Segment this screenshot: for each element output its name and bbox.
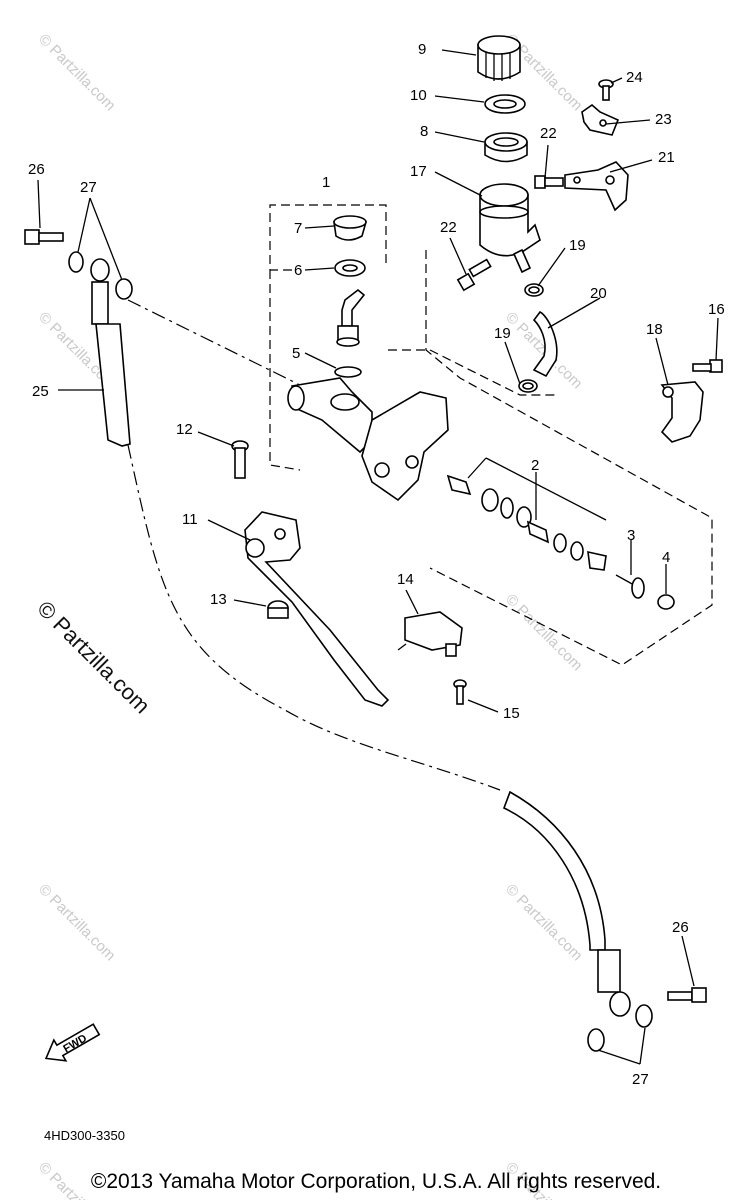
watermark: © Partzilla.com xyxy=(35,31,118,114)
screw-15 xyxy=(453,679,467,705)
bolt-22-upper xyxy=(534,175,564,189)
callout-14: 14 xyxy=(397,571,414,588)
callout-10: 10 xyxy=(410,87,427,104)
cap-7 xyxy=(333,215,368,241)
watermark: © Partzilla.com xyxy=(502,881,585,964)
callout-12: 12 xyxy=(176,421,193,438)
diagram-code: 4HD300-3350 xyxy=(44,1128,125,1143)
callout-7: 7 xyxy=(294,220,302,237)
push-rod-3 xyxy=(615,574,645,599)
callout-26a: 26 xyxy=(28,161,45,178)
callout-9: 9 xyxy=(418,41,426,58)
clutch-switch-14 xyxy=(397,611,463,657)
reservoir-bracket xyxy=(564,161,629,212)
callout-19b: 19 xyxy=(494,325,511,342)
fwd-arrow-icon: FWD xyxy=(44,1023,101,1062)
banjo-axis xyxy=(127,299,301,386)
circlip-6 xyxy=(334,259,366,277)
hose-joint xyxy=(336,288,366,347)
screw-24 xyxy=(598,79,614,101)
callout-15: 15 xyxy=(503,705,520,722)
piston-kit-2 xyxy=(446,474,607,571)
callout-16: 16 xyxy=(708,301,725,318)
washer-27-upper-a xyxy=(68,251,84,273)
o-ring-5 xyxy=(334,366,362,378)
callout-4: 4 xyxy=(662,549,670,566)
callout-1: 1 xyxy=(322,174,330,191)
master-cylinder-body xyxy=(287,377,449,502)
washer-27-upper-b xyxy=(115,278,133,300)
callout-24: 24 xyxy=(626,69,643,86)
hose-path-line xyxy=(127,444,501,791)
banjo-fitting-lower xyxy=(609,991,631,1017)
callout-23: 23 xyxy=(655,111,672,128)
fwd-label: FWD xyxy=(61,1032,89,1055)
callout-22b: 22 xyxy=(440,219,457,236)
reservoir-tank xyxy=(479,183,541,274)
clutch-lever-11 xyxy=(244,511,390,707)
hose-clip-19-lower xyxy=(518,379,538,393)
callout-8: 8 xyxy=(420,123,428,140)
callout-2: 2 xyxy=(531,457,539,474)
boot-4 xyxy=(657,594,675,610)
washer-27-lower-a xyxy=(587,1028,605,1052)
reservoir-hose-20 xyxy=(532,310,558,378)
callout-5: 5 xyxy=(292,345,300,362)
copyright-notice: ©2013 Yamaha Motor Corporation, U.S.A. A… xyxy=(91,1170,661,1193)
callout-3: 3 xyxy=(627,527,635,544)
callout-27b: 27 xyxy=(632,1071,649,1088)
callout-26b: 26 xyxy=(672,919,689,936)
kit-boundary-1-lower xyxy=(269,270,301,471)
callout-18: 18 xyxy=(646,321,663,338)
callout-27a: 27 xyxy=(80,179,97,196)
kit-boundary-1 xyxy=(269,204,713,666)
callout-19a: 19 xyxy=(569,237,586,254)
callout-11: 11 xyxy=(182,511,198,528)
hose-clip-19-upper xyxy=(524,283,544,297)
stay-plate xyxy=(581,103,620,136)
callout-13: 13 xyxy=(210,591,227,608)
nut-13 xyxy=(267,600,289,619)
callout-6: 6 xyxy=(294,262,302,279)
diaphragm xyxy=(484,132,528,163)
callout-21: 21 xyxy=(658,149,675,166)
brake-hose-25 xyxy=(95,323,131,447)
reservoir-cap xyxy=(477,35,521,81)
brake-hose-lower xyxy=(502,790,621,993)
callout-22a: 22 xyxy=(540,125,557,142)
union-bolt-26-upper xyxy=(24,229,64,245)
union-bolt-26-lower xyxy=(667,987,707,1003)
master-cylinder-holder xyxy=(660,381,704,443)
bolt-16 xyxy=(692,359,723,373)
main-watermark: © Partzilla.com xyxy=(32,596,155,719)
reservoir-line xyxy=(388,349,555,396)
banjo-fitting-upper xyxy=(90,258,110,325)
callout-20: 20 xyxy=(590,285,607,302)
callout-17: 17 xyxy=(410,163,427,180)
callout-25: 25 xyxy=(32,383,49,400)
diaphragm-plate xyxy=(484,94,526,114)
watermark: © Partzilla.com xyxy=(502,591,585,674)
callout-labels: 1 2 3 4 5 6 7 8 9 10 11 12 13 14 15 16 1… xyxy=(28,41,725,1088)
pivot-bolt-12 xyxy=(231,440,249,479)
leader-lines xyxy=(37,49,719,1065)
bolt-22-lower xyxy=(456,258,492,292)
watermark: © Partzilla.com xyxy=(35,881,118,964)
washer-27-lower-b xyxy=(635,1004,653,1028)
